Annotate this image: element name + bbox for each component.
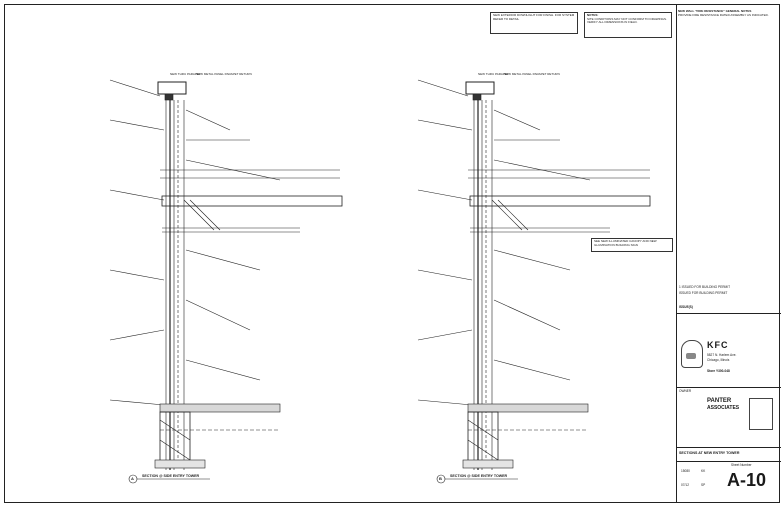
title-block: 1 ISSUED FOR BUILDING PERMIT ISSUED FOR … — [676, 4, 781, 503]
notes-text: SITE CONDITIONS MAY NOT CONFORM TO DRAWI… — [587, 16, 667, 25]
center-note-box: NEW EXTERIOR DOWNLIGHT FOR FINISH. FOR S… — [490, 12, 578, 34]
firm-name-1: PANTER — [707, 398, 732, 404]
right-note-box: SEE NEW ILLUMINATED CANOPY AND NEW ILLUM… — [591, 238, 673, 252]
left-section-detail — [109, 79, 343, 470]
checked-by: SP — [701, 483, 706, 487]
brand-logo: KFC — [707, 340, 729, 350]
left-callout-metal-panel: NEW METAL PANEL PARAPET RETURN — [196, 72, 252, 76]
firm-logo-icon — [749, 398, 773, 430]
brand-address-2: Chicago, Illinois — [707, 358, 730, 362]
brand-address-1: 5827 N. Harlem Ave. — [707, 353, 737, 357]
sheet-info-block: 15080 KK 07/12 SP Sheet Number A-10 — [677, 462, 781, 503]
brand-store: Store Y300-048 — [707, 369, 730, 373]
right-section-marker: B — [439, 476, 442, 481]
firm-name-2: ASSOCIATES — [707, 405, 740, 411]
firm-label: OWNER — [679, 389, 692, 393]
notes-heading: NOTES: — [587, 13, 599, 17]
right-section-detail — [417, 79, 651, 470]
notes-box: NOTES: SITE CONDITIONS MAY NOT CONFORM T… — [584, 12, 672, 38]
left-section-title: SECTION @ SIDE ENTRY TOWER — [142, 474, 200, 478]
revision-desc: ISSUED FOR BUILDING PERMIT — [681, 285, 731, 289]
revision-table: 1 ISSUED FOR BUILDING PERMIT ISSUED FOR … — [677, 284, 781, 314]
drawn-by: KK — [701, 469, 706, 473]
right-callout-metal-panel: NEW METAL PANEL PARAPET RETURN — [504, 72, 560, 76]
sheet-title-block: SECTIONS AT NEW ENTRY TOWER — [677, 448, 781, 462]
drawing-sheet — [4, 4, 780, 503]
sheet-number: A-10 — [727, 470, 767, 490]
wall-notes-text: PROVIDE FIRE RESISTANCE RATED ASSEMBLY A… — [678, 12, 769, 17]
left-section-marker: A — [131, 476, 134, 481]
revision-row-1: 1 ISSUED FOR BUILDING PERMIT — [679, 285, 731, 290]
wall-notes-heading: NEW WALL "FIRE RESISTANCE" GENERAL NOTES — [678, 9, 752, 13]
wall-notes: NEW WALL "FIRE RESISTANCE" GENERAL NOTES… — [676, 9, 777, 41]
right-callout-thru-parapet: NEW THRU PARAPET — [478, 72, 509, 76]
job-number: 15080 — [681, 469, 690, 473]
firm-block: OWNER PANTER ASSOCIATES — [677, 388, 781, 448]
sheet-title: SECTIONS AT NEW ENTRY TOWER — [679, 451, 740, 455]
right-note-text: SEE NEW ILLUMINATED CANOPY AND NEW ILLUM… — [594, 239, 657, 247]
issue-date: 07/12 — [681, 483, 689, 487]
revision-num: 1 — [679, 285, 681, 289]
right-section-title: SECTION @ SIDE ENTRY TOWER — [450, 474, 508, 478]
brand-block: KFC 5827 N. Harlem Ave. Chicago, Illinoi… — [677, 334, 781, 388]
colonel-logo-icon — [681, 340, 703, 368]
sheet-number-label: Sheet Number — [731, 463, 752, 467]
revision-desc: ISSUED FOR BUILDING PERMIT — [679, 291, 728, 295]
center-note-text: NEW EXTERIOR DOWNLIGHT FOR FINISH. FOR S… — [493, 13, 575, 21]
revision-row-2: ISSUED FOR BUILDING PERMIT — [679, 291, 728, 296]
issue-label: ISSUE(S) — [679, 305, 693, 309]
left-callout-thru-parapet: NEW THRU PARAPET — [170, 72, 201, 76]
